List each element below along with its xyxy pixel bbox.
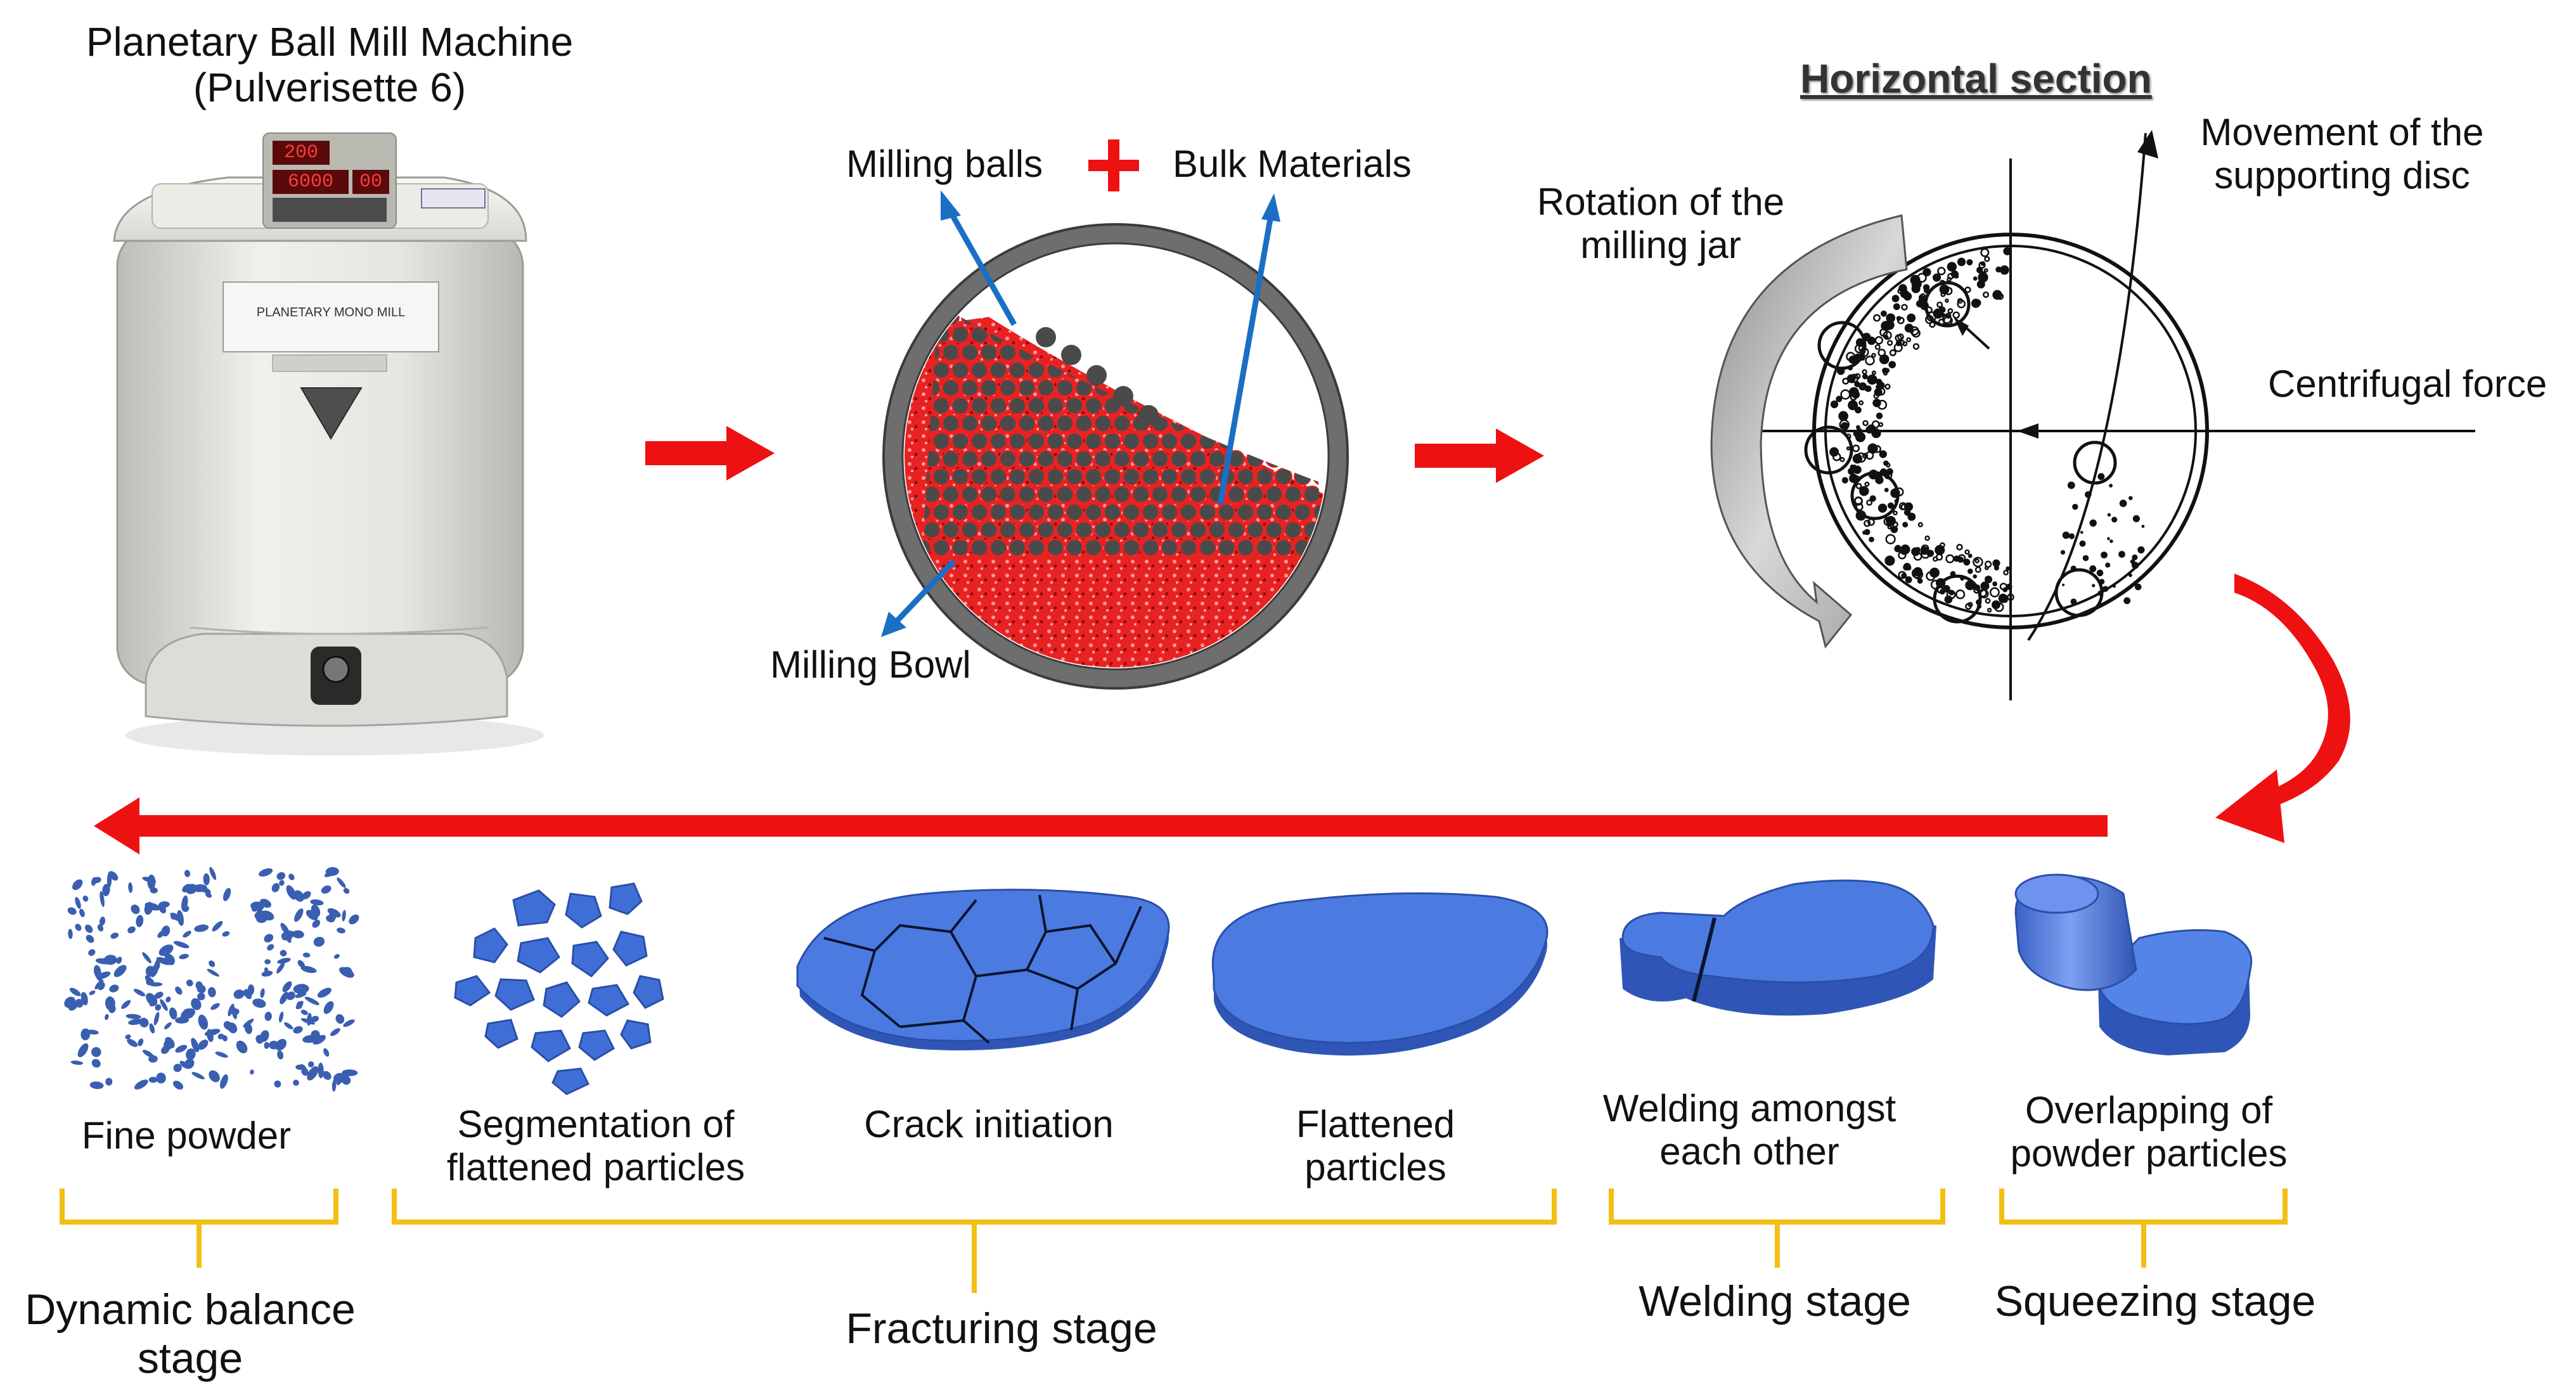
label-movement-line1: Movement of the [2200,111,2484,153]
plus-icon [1088,139,1139,191]
machine-title-line1: Planetary Ball Mill Machine [86,19,574,65]
caption-crack-line1: Crack initiation [864,1103,1114,1145]
segmentation-illustration [454,882,664,1095]
stage-dynamic-line1: Dynamic balance [25,1285,356,1334]
label-milling-balls: Milling balls [846,143,1043,185]
caption-fine-powder-line1: Fine powder [81,1114,292,1157]
machine-display-left: 6000 [287,171,333,193]
arrow-bowl-to-section [1415,428,1544,483]
label-milling-bowl: Milling Bowl [770,643,971,686]
stage-squeezing: Squeezing stage [1994,1277,2316,1325]
arrow-machine-to-bowl [645,426,775,480]
milling-bowl-illustration [881,190,1349,690]
powder-particles-in-jar [1829,247,2145,613]
stage-welding: Welding stage [1639,1277,1911,1325]
stage-dynamic-line2: stage [137,1334,243,1382]
label-rotation: Rotation of the milling jar [1515,181,1806,267]
machine-title: Planetary Ball Mill Machine (Pulverisett… [44,19,615,111]
caption-welding-line1: Welding amongst [1602,1087,1897,1130]
crack-initiation-illustration [796,889,1170,1051]
machine-nameplate: PLANETARY MONO MILL [256,306,406,319]
machine-display-top: 200 [283,142,318,164]
label-movement-line2: supporting disc [2214,153,2470,196]
planetary-ball-mill-machine [113,132,544,756]
stage-fracturing: Fracturing stage [846,1304,1157,1353]
caption-crack-initiation: Crack initiation [824,1103,1154,1146]
label-rotation-line1: Rotation of the [1536,181,1785,223]
rotation-arrow-gray [1710,214,1908,649]
caption-overlapping: Overlapping of powder particles [1971,1089,2326,1175]
machine-title-line2: (Pulverisette 6) [193,65,467,111]
horizontal-section-schematic [1746,132,2475,700]
label-centrifugal-force: Centrifugal force [2268,363,2547,405]
stage-brackets [60,1188,2288,1293]
label-rotation-line2: milling jar [1580,223,1741,266]
fine-powder-illustration [64,866,359,1092]
curved-arrow-down [2215,574,2350,843]
caption-segmentation-line1: Segmentation of [457,1103,735,1145]
stage-dynamic-balance: Dynamic balance stage [0,1285,380,1383]
label-movement: Movement of the supporting disc [2155,111,2529,197]
caption-segmentation-line2: flattened particles [446,1145,745,1188]
overlapping-illustration [2014,873,2253,1055]
welding-illustration [1620,879,1936,1016]
caption-flattened-line1: Flattened [1296,1103,1455,1145]
section-title: Horizontal section [1800,56,2152,101]
machine-display-right: 00 [359,171,382,193]
flattened-particles-illustration [1211,892,1549,1056]
caption-overlapping-line2: powder particles [2010,1131,2288,1175]
caption-flattened: Flattened particles [1204,1103,1547,1189]
caption-welding: Welding amongst each other [1572,1087,1927,1173]
caption-welding-line2: each other [1659,1130,1839,1173]
caption-flattened-line2: particles [1304,1145,1446,1188]
caption-segmentation: Segmentation of flattened particles [406,1103,786,1189]
label-bulk-materials: Bulk Materials [1173,143,1412,185]
centrifugal-force-arrow [2017,423,2060,439]
arrow-long-left [94,797,2108,854]
caption-overlapping-line1: Overlapping of [2025,1089,2273,1131]
caption-fine-powder: Fine powder [41,1114,332,1157]
